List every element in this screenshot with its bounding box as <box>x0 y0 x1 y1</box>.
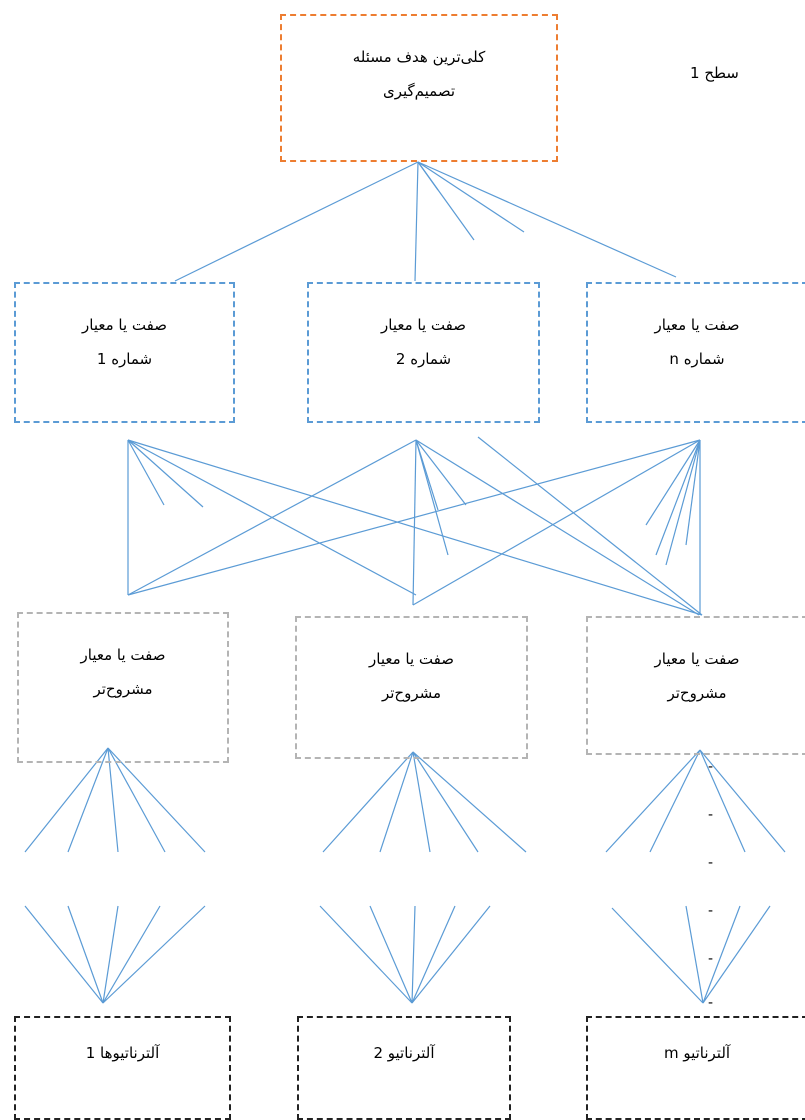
alternative-box-1: آلترناتیوها 1 <box>14 1016 231 1120</box>
connector-line <box>415 439 467 506</box>
subcriterion-box-3: صفت یا معیار مشروح‌تر <box>586 616 805 755</box>
connector-line <box>107 747 119 853</box>
criterion-box-n: صفت یا معیار شماره n <box>586 282 805 423</box>
connector-line <box>412 751 431 853</box>
connector-line <box>67 905 104 1004</box>
connector-line <box>319 905 413 1004</box>
connector-line <box>665 439 701 566</box>
level-label: سطح 1 <box>690 64 739 82</box>
connector-line <box>379 751 414 853</box>
subcriterion-1-line-1: صفت یا معیار <box>80 646 166 664</box>
connector-line <box>24 747 109 853</box>
criterion-1-line-1: صفت یا معیار <box>82 316 167 334</box>
connector-line <box>102 905 161 1004</box>
criterion-2-line-2: شماره 2 <box>395 350 452 368</box>
connector-line <box>107 747 166 853</box>
connector-line <box>702 905 771 1004</box>
connector-line <box>414 161 419 282</box>
connector-line <box>605 749 701 853</box>
connector-line <box>412 439 417 606</box>
ellipsis-dash: - <box>708 995 714 1011</box>
connector-line <box>369 905 413 1004</box>
connector-line <box>411 905 456 1004</box>
connector-line <box>685 905 704 1004</box>
subcriterion-3-line-2: مشروح‌تر <box>667 684 727 702</box>
connector-line <box>685 439 701 546</box>
connector-line <box>67 747 109 853</box>
ellipsis-dash: - <box>708 759 714 775</box>
alternative-1-label: آلترناتیوها 1 <box>85 1044 160 1062</box>
ellipsis-dash: - <box>708 855 714 871</box>
connector-line <box>645 439 701 526</box>
goal-box: کلی‌ترین هدف مسئله تصمیم‌گیری <box>280 14 558 162</box>
goal-line-2: تصمیم‌گیری <box>382 82 456 100</box>
alternative-2-label: آلترناتیو 2 <box>373 1044 435 1062</box>
alternative-box-2: آلترناتیو 2 <box>297 1016 511 1120</box>
ellipsis-dash: - <box>708 807 714 823</box>
criterion-box-2: صفت یا معیار شماره 2 <box>307 282 540 423</box>
criterion-box-1: صفت یا معیار شماره 1 <box>14 282 235 423</box>
connector-line <box>417 161 439 191</box>
connector-line <box>611 907 704 1004</box>
criterion-2-line-1: صفت یا معیار <box>381 316 466 334</box>
ellipsis-dash: - <box>708 903 714 919</box>
connector-line <box>411 905 491 1004</box>
connector-line <box>412 751 479 853</box>
criterion-n-line-1: صفت یا معیار <box>654 316 740 334</box>
criterion-1-line-2: شماره 1 <box>96 350 153 368</box>
subcriterion-2-line-2: مشروح‌تر <box>381 684 442 702</box>
connector-line <box>649 749 701 853</box>
connector-line <box>24 905 104 1004</box>
connector-line <box>127 439 701 596</box>
connector-line <box>412 751 527 853</box>
connector-line <box>174 161 419 282</box>
alternative-box-m: آلترناتیو m <box>586 1016 805 1120</box>
connector-line <box>417 161 677 278</box>
connector-line <box>107 747 206 853</box>
connector-line <box>415 439 700 616</box>
subcriterion-2-line-1: صفت یا معیار <box>369 650 454 668</box>
subcriterion-1-line-2: مشروح‌تر <box>93 680 153 698</box>
connector-line <box>417 161 525 233</box>
subcriterion-3-line-1: صفت یا معیار <box>654 650 740 668</box>
connector-line <box>412 439 701 606</box>
subcriterion-box-1: صفت یا معیار مشروح‌تر <box>17 612 229 763</box>
connector-line <box>127 439 417 596</box>
connector-line <box>699 749 786 853</box>
connector-line <box>415 439 449 556</box>
connector-line <box>127 439 204 508</box>
connector-line <box>702 905 741 1004</box>
connector-line <box>102 905 206 1004</box>
alternative-m-label: آلترناتیو m <box>663 1044 731 1062</box>
connector-line <box>477 436 703 616</box>
ellipsis-dash: - <box>708 951 714 967</box>
criterion-n-line-2: شماره n <box>669 350 725 368</box>
connector-line <box>102 905 119 1004</box>
connector-line <box>415 439 439 511</box>
connector-line <box>322 751 414 853</box>
connector-line <box>655 439 701 556</box>
connector-line <box>127 439 165 506</box>
connector-line <box>699 749 746 853</box>
connector-line <box>411 905 416 1004</box>
subcriterion-box-2: صفت یا معیار مشروح‌تر <box>295 616 528 759</box>
goal-line-1: کلی‌ترین هدف مسئله <box>352 48 486 66</box>
